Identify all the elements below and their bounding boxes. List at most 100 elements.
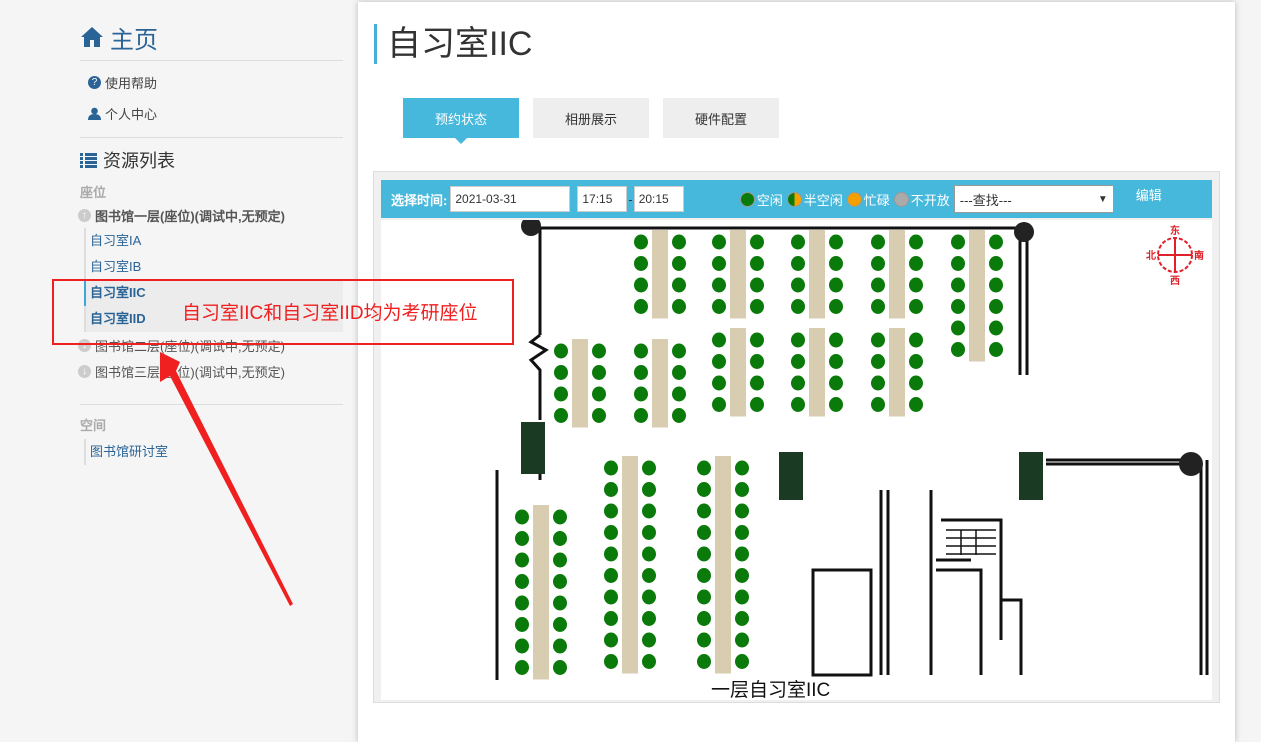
seat[interactable]	[697, 611, 711, 626]
seat[interactable]	[791, 375, 805, 391]
seat[interactable]	[553, 552, 567, 568]
seat[interactable]	[554, 386, 568, 402]
seat[interactable]	[750, 234, 764, 250]
seat[interactable]	[672, 343, 686, 359]
seat[interactable]	[672, 256, 686, 271]
seat[interactable]	[871, 277, 885, 293]
room-iid[interactable]: 自习室IID	[86, 306, 343, 332]
seat[interactable]	[750, 332, 764, 348]
seat[interactable]	[712, 354, 726, 369]
seat[interactable]	[554, 408, 568, 423]
seat[interactable]	[697, 460, 711, 476]
discussion-room[interactable]: 图书馆研讨室	[90, 444, 169, 459]
seat[interactable]	[735, 503, 749, 519]
edit-link[interactable]: 编辑	[1135, 187, 1162, 203]
seat[interactable]	[553, 660, 567, 675]
seat[interactable]	[642, 611, 656, 626]
seat[interactable]	[515, 552, 529, 568]
room-ib[interactable]: 自习室IB	[90, 259, 142, 274]
seat[interactable]	[553, 531, 567, 546]
seat[interactable]	[791, 354, 805, 369]
seat[interactable]	[515, 617, 529, 632]
seat[interactable]	[634, 277, 648, 293]
home-link[interactable]: 主页	[80, 20, 343, 54]
seat[interactable]	[604, 525, 618, 540]
seat[interactable]	[592, 365, 606, 380]
seat[interactable]	[735, 654, 749, 669]
seat[interactable]	[553, 509, 567, 525]
seat[interactable]	[989, 299, 1003, 314]
seat[interactable]	[791, 234, 805, 250]
seat[interactable]	[604, 632, 618, 648]
seat[interactable]	[909, 332, 923, 348]
seat[interactable]	[634, 234, 648, 250]
start-time-input[interactable]: 17:15	[577, 186, 628, 212]
seat[interactable]	[909, 277, 923, 293]
seat[interactable]	[604, 568, 618, 583]
seat[interactable]	[553, 574, 567, 589]
seat[interactable]	[672, 386, 686, 402]
seat[interactable]	[634, 386, 648, 402]
seat[interactable]	[909, 354, 923, 369]
seat[interactable]	[712, 375, 726, 391]
seat[interactable]	[604, 654, 618, 669]
seat[interactable]	[989, 342, 1003, 357]
seat[interactable]	[515, 509, 529, 525]
seat[interactable]	[750, 375, 764, 391]
seat[interactable]	[515, 574, 529, 589]
seat[interactable]	[634, 299, 648, 314]
seat[interactable]	[592, 343, 606, 359]
seat[interactable]	[829, 256, 843, 271]
seat[interactable]	[604, 589, 618, 605]
seat[interactable]	[735, 632, 749, 648]
seat[interactable]	[604, 546, 618, 562]
seat[interactable]	[642, 589, 656, 605]
seat[interactable]	[909, 397, 923, 412]
seat[interactable]	[697, 546, 711, 562]
seat[interactable]	[642, 654, 656, 669]
seat[interactable]	[712, 256, 726, 271]
seat[interactable]	[592, 408, 606, 423]
seat[interactable]	[697, 503, 711, 519]
seat[interactable]	[553, 595, 567, 611]
seat[interactable]	[829, 397, 843, 412]
seat[interactable]	[642, 546, 656, 562]
seat[interactable]	[672, 408, 686, 423]
seat[interactable]	[553, 638, 567, 654]
end-time-input[interactable]: 20:15	[633, 186, 684, 212]
seat[interactable]	[604, 482, 618, 497]
seat[interactable]	[515, 531, 529, 546]
seat[interactable]	[642, 503, 656, 519]
seat[interactable]	[672, 299, 686, 314]
seat[interactable]	[712, 234, 726, 250]
seat[interactable]	[829, 354, 843, 369]
seat[interactable]	[697, 482, 711, 497]
seat[interactable]	[592, 386, 606, 402]
seat[interactable]	[642, 525, 656, 540]
seat[interactable]	[750, 299, 764, 314]
seat[interactable]	[697, 632, 711, 648]
date-input[interactable]: 2021-03-31	[450, 186, 571, 212]
seat[interactable]	[829, 332, 843, 348]
seat[interactable]	[634, 256, 648, 271]
seat[interactable]	[989, 320, 1003, 336]
seat[interactable]	[791, 397, 805, 412]
seat[interactable]	[909, 299, 923, 314]
room-iic[interactable]: 自习室IIC	[84, 280, 343, 306]
seat[interactable]	[697, 525, 711, 540]
seat[interactable]	[735, 546, 749, 562]
seat[interactable]	[735, 611, 749, 626]
seat[interactable]	[604, 460, 618, 476]
seat[interactable]	[829, 277, 843, 293]
floor2-group[interactable]: ↓图书馆二层(座位)(调试中,无预定)	[78, 332, 343, 358]
seat[interactable]	[951, 342, 965, 357]
seat[interactable]	[697, 568, 711, 583]
seat[interactable]	[871, 397, 885, 412]
seat[interactable]	[951, 320, 965, 336]
seat[interactable]	[871, 375, 885, 391]
seat[interactable]	[951, 299, 965, 314]
seat[interactable]	[871, 256, 885, 271]
seat[interactable]	[697, 654, 711, 669]
seat[interactable]	[871, 299, 885, 314]
seat[interactable]	[871, 354, 885, 369]
